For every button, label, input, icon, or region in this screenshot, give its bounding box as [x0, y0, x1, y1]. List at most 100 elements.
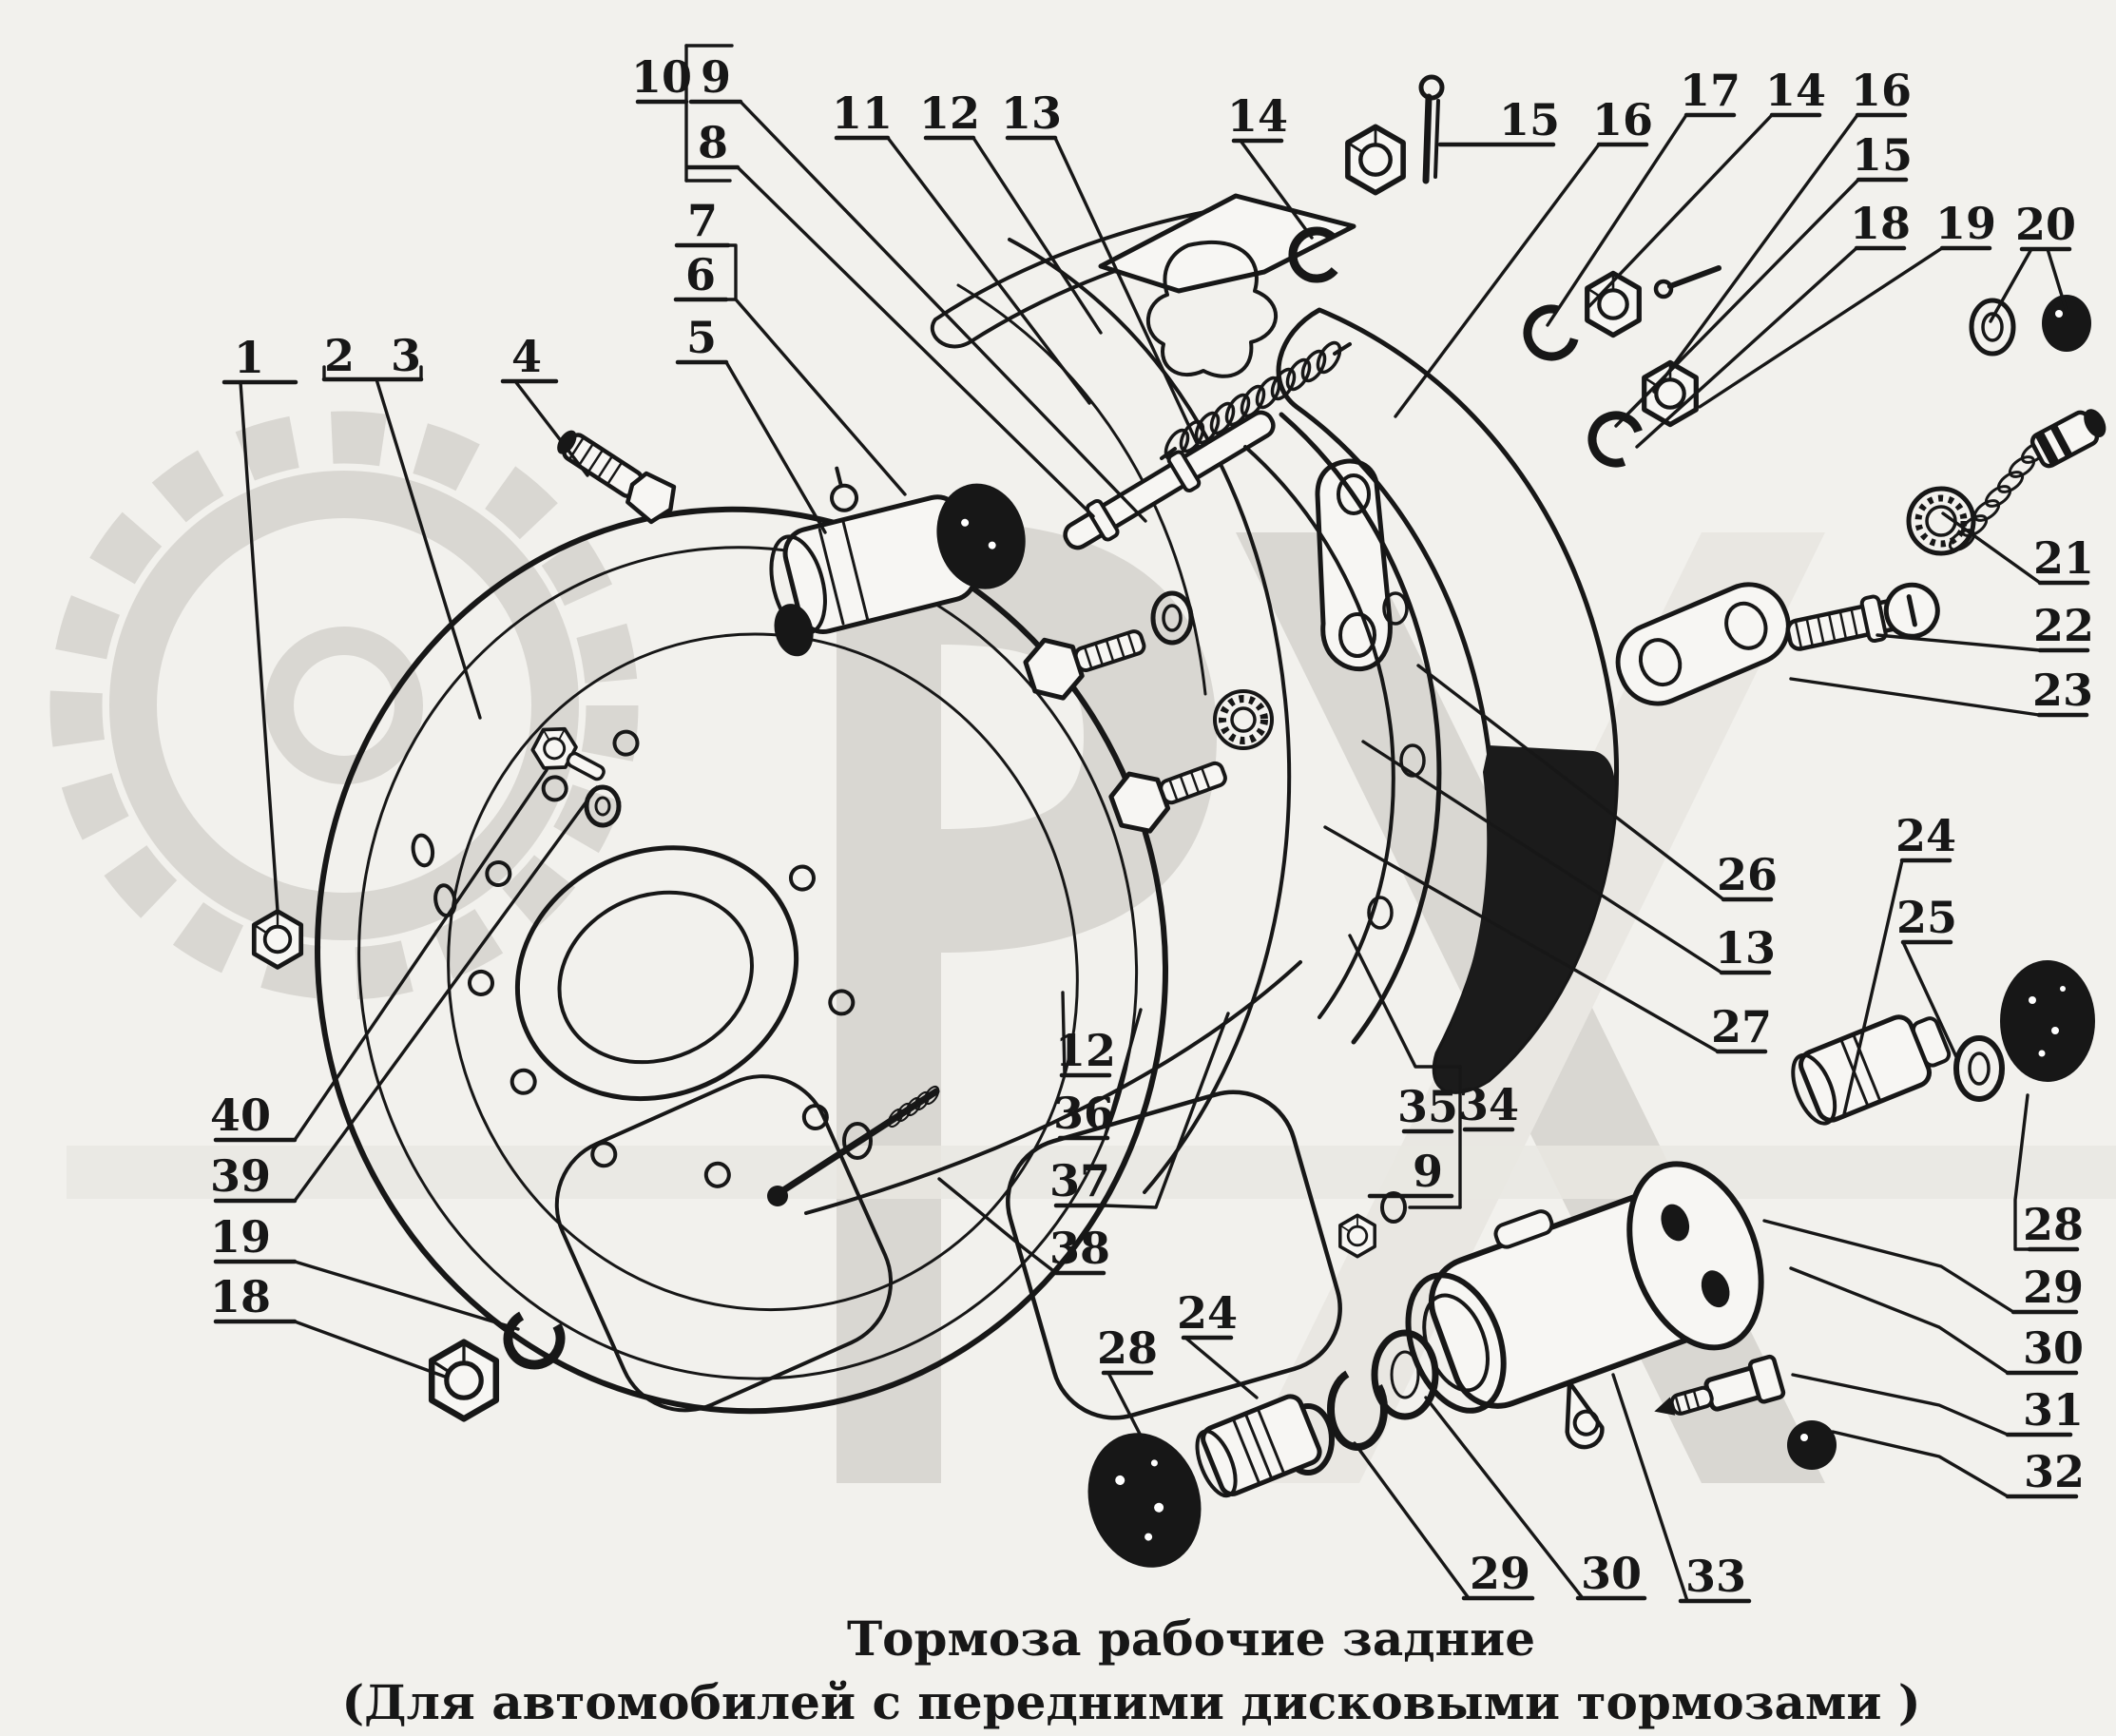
callout-number: 40: [210, 1090, 271, 1141]
small-washer: [1380, 1191, 1407, 1224]
callout-number: 26: [1717, 849, 1778, 900]
cotter-pin: [1418, 74, 1445, 184]
callout-leader: [1353, 1441, 1471, 1600]
callout-leader: [1614, 178, 1860, 428]
callout-number: 37: [1049, 1155, 1110, 1206]
callout-number: 30: [1581, 1548, 1642, 1599]
callout-number: 19: [210, 1211, 271, 1263]
callout-number: 35: [1397, 1081, 1458, 1132]
callout-number: 10: [631, 51, 692, 103]
lining-dark-zone: [1435, 745, 1615, 1092]
callout-leader: [1424, 1396, 1585, 1600]
callout-number: 4: [511, 331, 542, 382]
watermark-gear-hub: [265, 627, 423, 784]
plate-bolt: [526, 718, 606, 781]
callout-number: 16: [1592, 94, 1653, 145]
callout-number: 9: [701, 51, 731, 103]
rubber-boot: [2000, 960, 2095, 1082]
callout-leader: [1635, 246, 1858, 449]
caption-subtitle: (Для автомобилей с передними дисковыми т…: [342, 1674, 1921, 1730]
callout-number: 6: [685, 249, 716, 300]
callout-leader: [1791, 1373, 2010, 1437]
plate-access-cover: [554, 1074, 894, 1413]
callout-number: 22: [2033, 600, 2094, 651]
callout-number: 25: [1896, 892, 1957, 943]
callout-leader: [1611, 1373, 1689, 1603]
callout-leader: [739, 100, 1147, 523]
callout-leader: [1394, 143, 1601, 418]
callout-number: 13: [1715, 922, 1776, 974]
bleeder-cap: [1787, 1420, 1837, 1470]
callout-leader: [1789, 1266, 2010, 1375]
callout-leader: [1842, 858, 1904, 1116]
diagram-art: [246, 74, 2106, 1568]
callout-leader: [937, 1177, 1058, 1275]
callout-leader: [1416, 664, 1725, 901]
callout-number: 30: [2023, 1322, 2084, 1374]
seal-washer: [1969, 298, 2016, 357]
callout-leader: [971, 136, 1103, 335]
callout-number: 32: [2024, 1446, 2085, 1497]
callout-number: 34: [1458, 1079, 1519, 1130]
callout-number: 2: [324, 330, 355, 381]
bleeder-fitting: [830, 483, 859, 512]
caption-title: Тормоза рабочие задние: [847, 1611, 1535, 1667]
callout-number: 15: [1499, 94, 1560, 145]
callout-leader: [2013, 1093, 2031, 1251]
callout-number: 15: [1852, 129, 1913, 181]
end-cap: [2042, 295, 2091, 352]
drum-edge-arc: [956, 283, 1207, 696]
callout-number: 16: [1851, 65, 1912, 116]
adjuster-cam: [1146, 240, 1279, 378]
callout-leader: [736, 165, 1095, 518]
return-spring: [1159, 338, 1352, 465]
callout-number: 23: [2032, 665, 2093, 716]
adjusting-screw: [1785, 582, 1940, 651]
callout-number: 9: [1413, 1146, 1443, 1197]
drum-edge-arc: [1008, 238, 1292, 1194]
callout-number: 1: [234, 332, 264, 383]
callout-number: 21: [2033, 532, 2094, 584]
callout-number: 20: [2015, 199, 2076, 250]
callout-number: 31: [2023, 1384, 2084, 1436]
piston: [1195, 1394, 1322, 1498]
callout-leader: [1053, 136, 1200, 447]
callout-number: 18: [210, 1271, 271, 1322]
plate-washer: [584, 784, 622, 828]
callout-number: 12: [919, 87, 980, 139]
watermark-gear-teeth: [49, 411, 639, 1000]
callout-number: 3: [391, 330, 421, 381]
callout-number: 28: [1097, 1322, 1158, 1374]
callout-leader: [1587, 113, 1774, 308]
callout-leader: [293, 1260, 520, 1331]
callout-leader: [1361, 740, 1723, 974]
callout-leader: [1698, 246, 1944, 409]
cylinder-boot-small: [774, 604, 814, 657]
callout-number: 33: [1685, 1551, 1746, 1602]
cylinder-boot: [936, 483, 1026, 589]
callout-leader: [1106, 1371, 1145, 1441]
callout-leader: [1989, 247, 2033, 323]
callout-leader: [1102, 1012, 1230, 1209]
callout-leader: [1762, 1219, 2015, 1314]
callout-number: 39: [210, 1150, 271, 1202]
callout-leader: [1239, 139, 1314, 240]
callout-number: 8: [698, 117, 728, 168]
callout-leader: [2046, 247, 2070, 319]
callout-number: 28: [2023, 1199, 2084, 1250]
callout-number: 27: [1711, 1001, 1772, 1052]
hold-down-pin: [767, 1083, 943, 1206]
callout-leader: [239, 380, 279, 913]
callout-leader: [726, 243, 738, 301]
callout-leader: [293, 785, 599, 1203]
callout-leader: [1061, 991, 1067, 1077]
callout-leader: [1831, 1430, 2010, 1498]
spring-seat-washer: [1906, 486, 1976, 556]
callout-leader: [1901, 940, 1960, 1063]
callout-leader: [724, 360, 827, 534]
rear-wheel-cylinder: [1405, 1161, 1764, 1450]
callout-number: 5: [686, 312, 717, 363]
callout-leader: [1789, 677, 2041, 717]
callout-number: 11: [832, 87, 893, 139]
piston: [1791, 1014, 1952, 1126]
